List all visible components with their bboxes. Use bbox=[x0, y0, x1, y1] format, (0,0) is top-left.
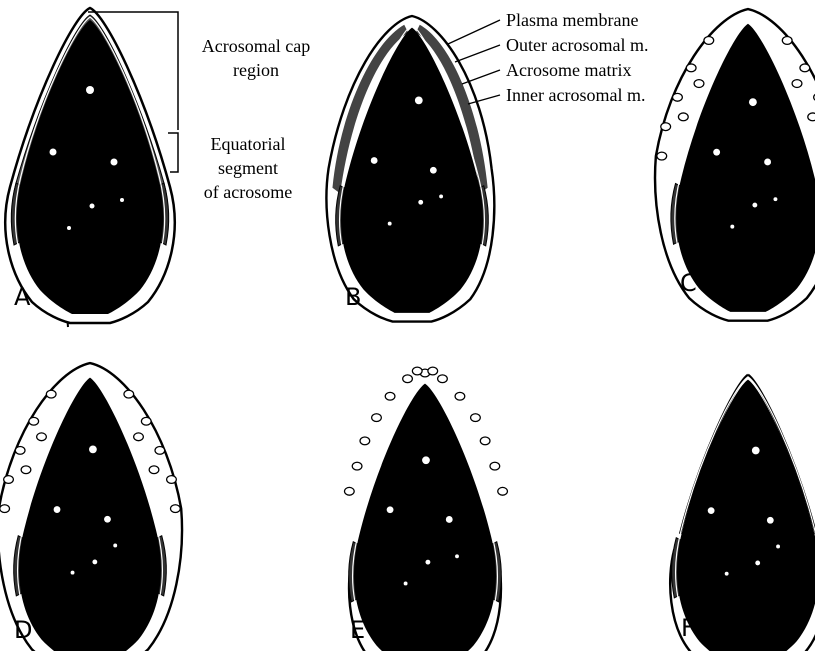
acrosomal-cap-label-2: region bbox=[233, 60, 279, 80]
panel-letter-d: D bbox=[14, 616, 32, 644]
inner-acrosomal-label: Inner acrosomal m. bbox=[506, 85, 645, 105]
panel-letter-f: F bbox=[681, 614, 695, 642]
panel-letter-e: E bbox=[350, 616, 365, 644]
panel-letter-a: A bbox=[14, 283, 31, 311]
acrosomal-cap-label: Acrosomal cap bbox=[202, 36, 310, 56]
outer-acrosomal-label: Outer acrosomal m. bbox=[506, 35, 648, 55]
sperm-head-d bbox=[0, 363, 182, 651]
equatorial-bracket bbox=[168, 133, 178, 172]
equatorial-label-2: segment bbox=[218, 158, 278, 178]
sperm-head-e bbox=[344, 367, 507, 651]
panel-letter-b: B bbox=[345, 283, 361, 311]
plasma-membrane-label: Plasma membrane bbox=[506, 10, 638, 30]
acrosome-matrix-label: Acrosome matrix bbox=[506, 60, 631, 80]
sperm-head-a bbox=[5, 8, 174, 323]
panel-letter-c: C bbox=[680, 269, 697, 297]
equatorial-label-1: Equatorial bbox=[211, 134, 286, 154]
equatorial-label-3: of acrosome bbox=[204, 182, 292, 202]
sperm-head-f bbox=[670, 375, 815, 651]
sperm-head-b bbox=[327, 16, 495, 322]
